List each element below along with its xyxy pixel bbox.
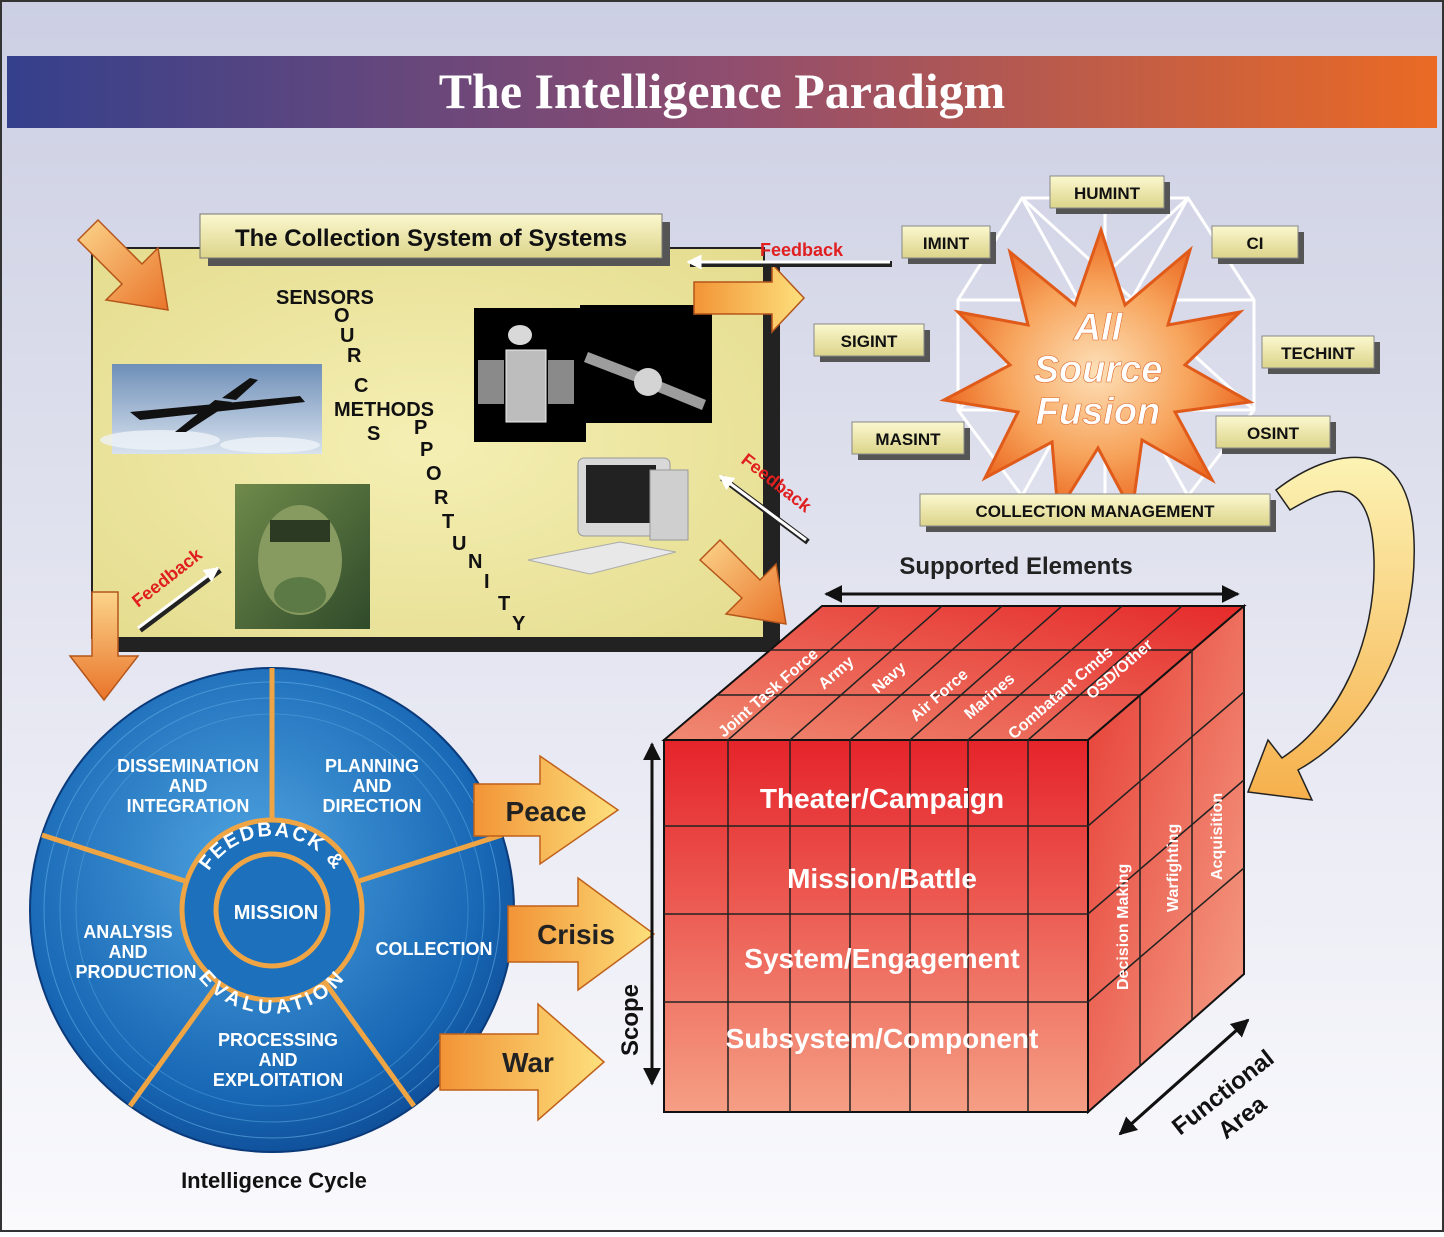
satellite-photo-2 (580, 305, 712, 423)
title-bar (7, 56, 1437, 128)
feedback-arrow-top: Feedback (686, 240, 892, 270)
side-decision-making: Decision Making (1115, 864, 1132, 990)
svg-text:HUMINT: HUMINT (1074, 184, 1141, 203)
discipline-masint: MASINT (851, 421, 970, 460)
svg-text:Crisis: Crisis (537, 919, 615, 950)
opportunity-letter: I (484, 571, 490, 593)
aircraft-photo (100, 364, 322, 454)
arrow-into-panel (76, 218, 169, 311)
opportunity-letter: P (414, 417, 427, 439)
svg-text:MASINT: MASINT (875, 430, 941, 449)
curved-arrow-osint-to-cube (1246, 456, 1415, 801)
fusion-line: All (1073, 307, 1124, 349)
methods-label: METHODS (334, 399, 434, 421)
cube (661, 603, 1247, 1115)
computer-photo (527, 457, 689, 575)
collection-management-box: COLLECTION MANAGEMENT (919, 493, 1276, 532)
arrow-panel-to-fusion (693, 262, 806, 334)
row-mission-battle: Mission/Battle (787, 863, 977, 894)
svg-text:OSINT: OSINT (1247, 424, 1300, 443)
discipline-imint: IMINT (901, 225, 996, 264)
svg-text:War: War (502, 1047, 554, 1078)
side-acquisition: Acquisition (1209, 793, 1226, 880)
svg-text:CI: CI (1247, 234, 1264, 253)
peace-arrow: Peace (473, 754, 620, 866)
sensors-label: SENSORS (276, 287, 374, 309)
opportunity-letter: Y (512, 613, 526, 635)
cycle-segment-collection: COLLECTION (376, 939, 493, 959)
cycle-center: MISSION (234, 902, 318, 924)
page-title: The Intelligence Paradigm (439, 63, 1006, 119)
sources-letter: U (340, 325, 354, 347)
svg-text:SIGINT: SIGINT (841, 332, 898, 351)
discipline-sigint: SIGINT (813, 323, 930, 362)
opportunity-letter: P (420, 439, 433, 461)
opportunity-letter: R (434, 487, 449, 509)
discipline-humint: HUMINT (1049, 175, 1170, 214)
svg-text:Peace: Peace (506, 796, 587, 827)
fusion-starburst (939, 225, 1255, 517)
supported-elements-label: Supported Elements (899, 553, 1132, 580)
arrow-panel-to-cycle (68, 591, 140, 702)
svg-text:IMINT: IMINT (923, 234, 970, 253)
opportunity-letter: O (426, 463, 442, 485)
opportunity-letter: U (452, 533, 466, 555)
opportunity-letter: T (498, 593, 510, 615)
sources-letter: S (367, 423, 380, 445)
opportunity-letter: T (442, 511, 454, 533)
side-warfighting: Warfighting (1165, 824, 1182, 912)
feedback-label: Feedback (760, 240, 844, 260)
cycle-caption: Intelligence Cycle (181, 1168, 367, 1193)
discipline-techint: TECHINT (1261, 335, 1380, 374)
functional-area-arrow (1118, 1018, 1250, 1136)
svg-text:COLLECTION MANAGEMENT: COLLECTION MANAGEMENT (976, 502, 1216, 521)
sources-letter: O (334, 305, 350, 327)
war-arrow: War (439, 1002, 606, 1122)
satellite-photo-1 (474, 308, 586, 442)
scope-label: Scope (617, 984, 644, 1056)
row-system-engagement: System/Engagement (744, 943, 1019, 974)
discipline-ci: CI (1211, 225, 1304, 264)
svg-text:TECHINT: TECHINT (1281, 344, 1355, 363)
row-theater-campaign: Theater/Campaign (760, 783, 1004, 814)
soldier-photo (235, 484, 370, 629)
fusion-line: Source (1034, 349, 1163, 391)
collection-title-box: The Collection System of Systems (199, 213, 670, 266)
opportunity-letter: N (468, 551, 482, 573)
sources-letter: R (347, 345, 362, 367)
sources-letter: C (354, 375, 368, 397)
intelligence-cycle (29, 667, 515, 1153)
discipline-osint: OSINT (1215, 415, 1336, 454)
fusion-line: Fusion (1036, 391, 1161, 433)
crisis-arrow: Crisis (507, 876, 656, 992)
arrow-panel-to-cube (698, 538, 787, 625)
row-subsystem-component: Subsystem/Component (726, 1023, 1039, 1054)
collection-title: The Collection System of Systems (235, 225, 627, 252)
